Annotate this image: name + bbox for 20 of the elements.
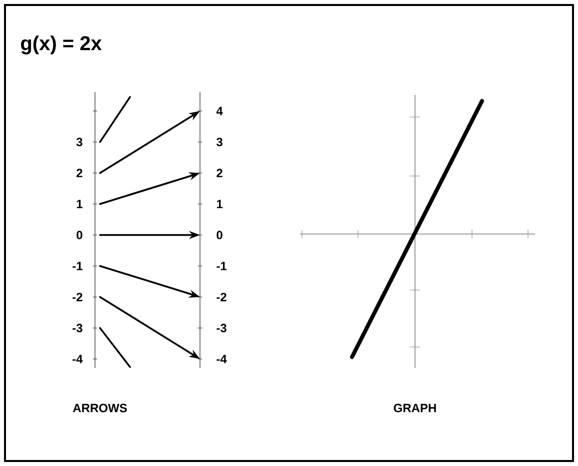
axis-number: 4 bbox=[216, 106, 223, 116]
axis-number: 3 bbox=[76, 138, 82, 146]
axis-number: -1 bbox=[216, 262, 227, 270]
title: g(x) = 2x bbox=[21, 36, 102, 54]
axis-number: -3 bbox=[216, 324, 226, 332]
axis-number: 2 bbox=[216, 168, 222, 178]
panel-caption: GRAPH bbox=[394, 404, 436, 412]
axis-number: -4 bbox=[216, 354, 227, 364]
axis-number: 2 bbox=[76, 168, 82, 178]
axis-number: 0 bbox=[216, 230, 222, 240]
axis-number: -2 bbox=[216, 292, 226, 302]
axis-number: -4 bbox=[72, 354, 83, 364]
axis-number: 3 bbox=[216, 138, 222, 146]
axis-number: 0 bbox=[76, 230, 82, 240]
axis-number: 1 bbox=[76, 200, 82, 208]
panel-caption: ARROWS bbox=[72, 404, 127, 412]
axis-number: -3 bbox=[72, 324, 82, 332]
axis-number: 1 bbox=[216, 200, 223, 208]
axis-number: -2 bbox=[72, 292, 82, 302]
axis-number: -1 bbox=[72, 262, 82, 270]
